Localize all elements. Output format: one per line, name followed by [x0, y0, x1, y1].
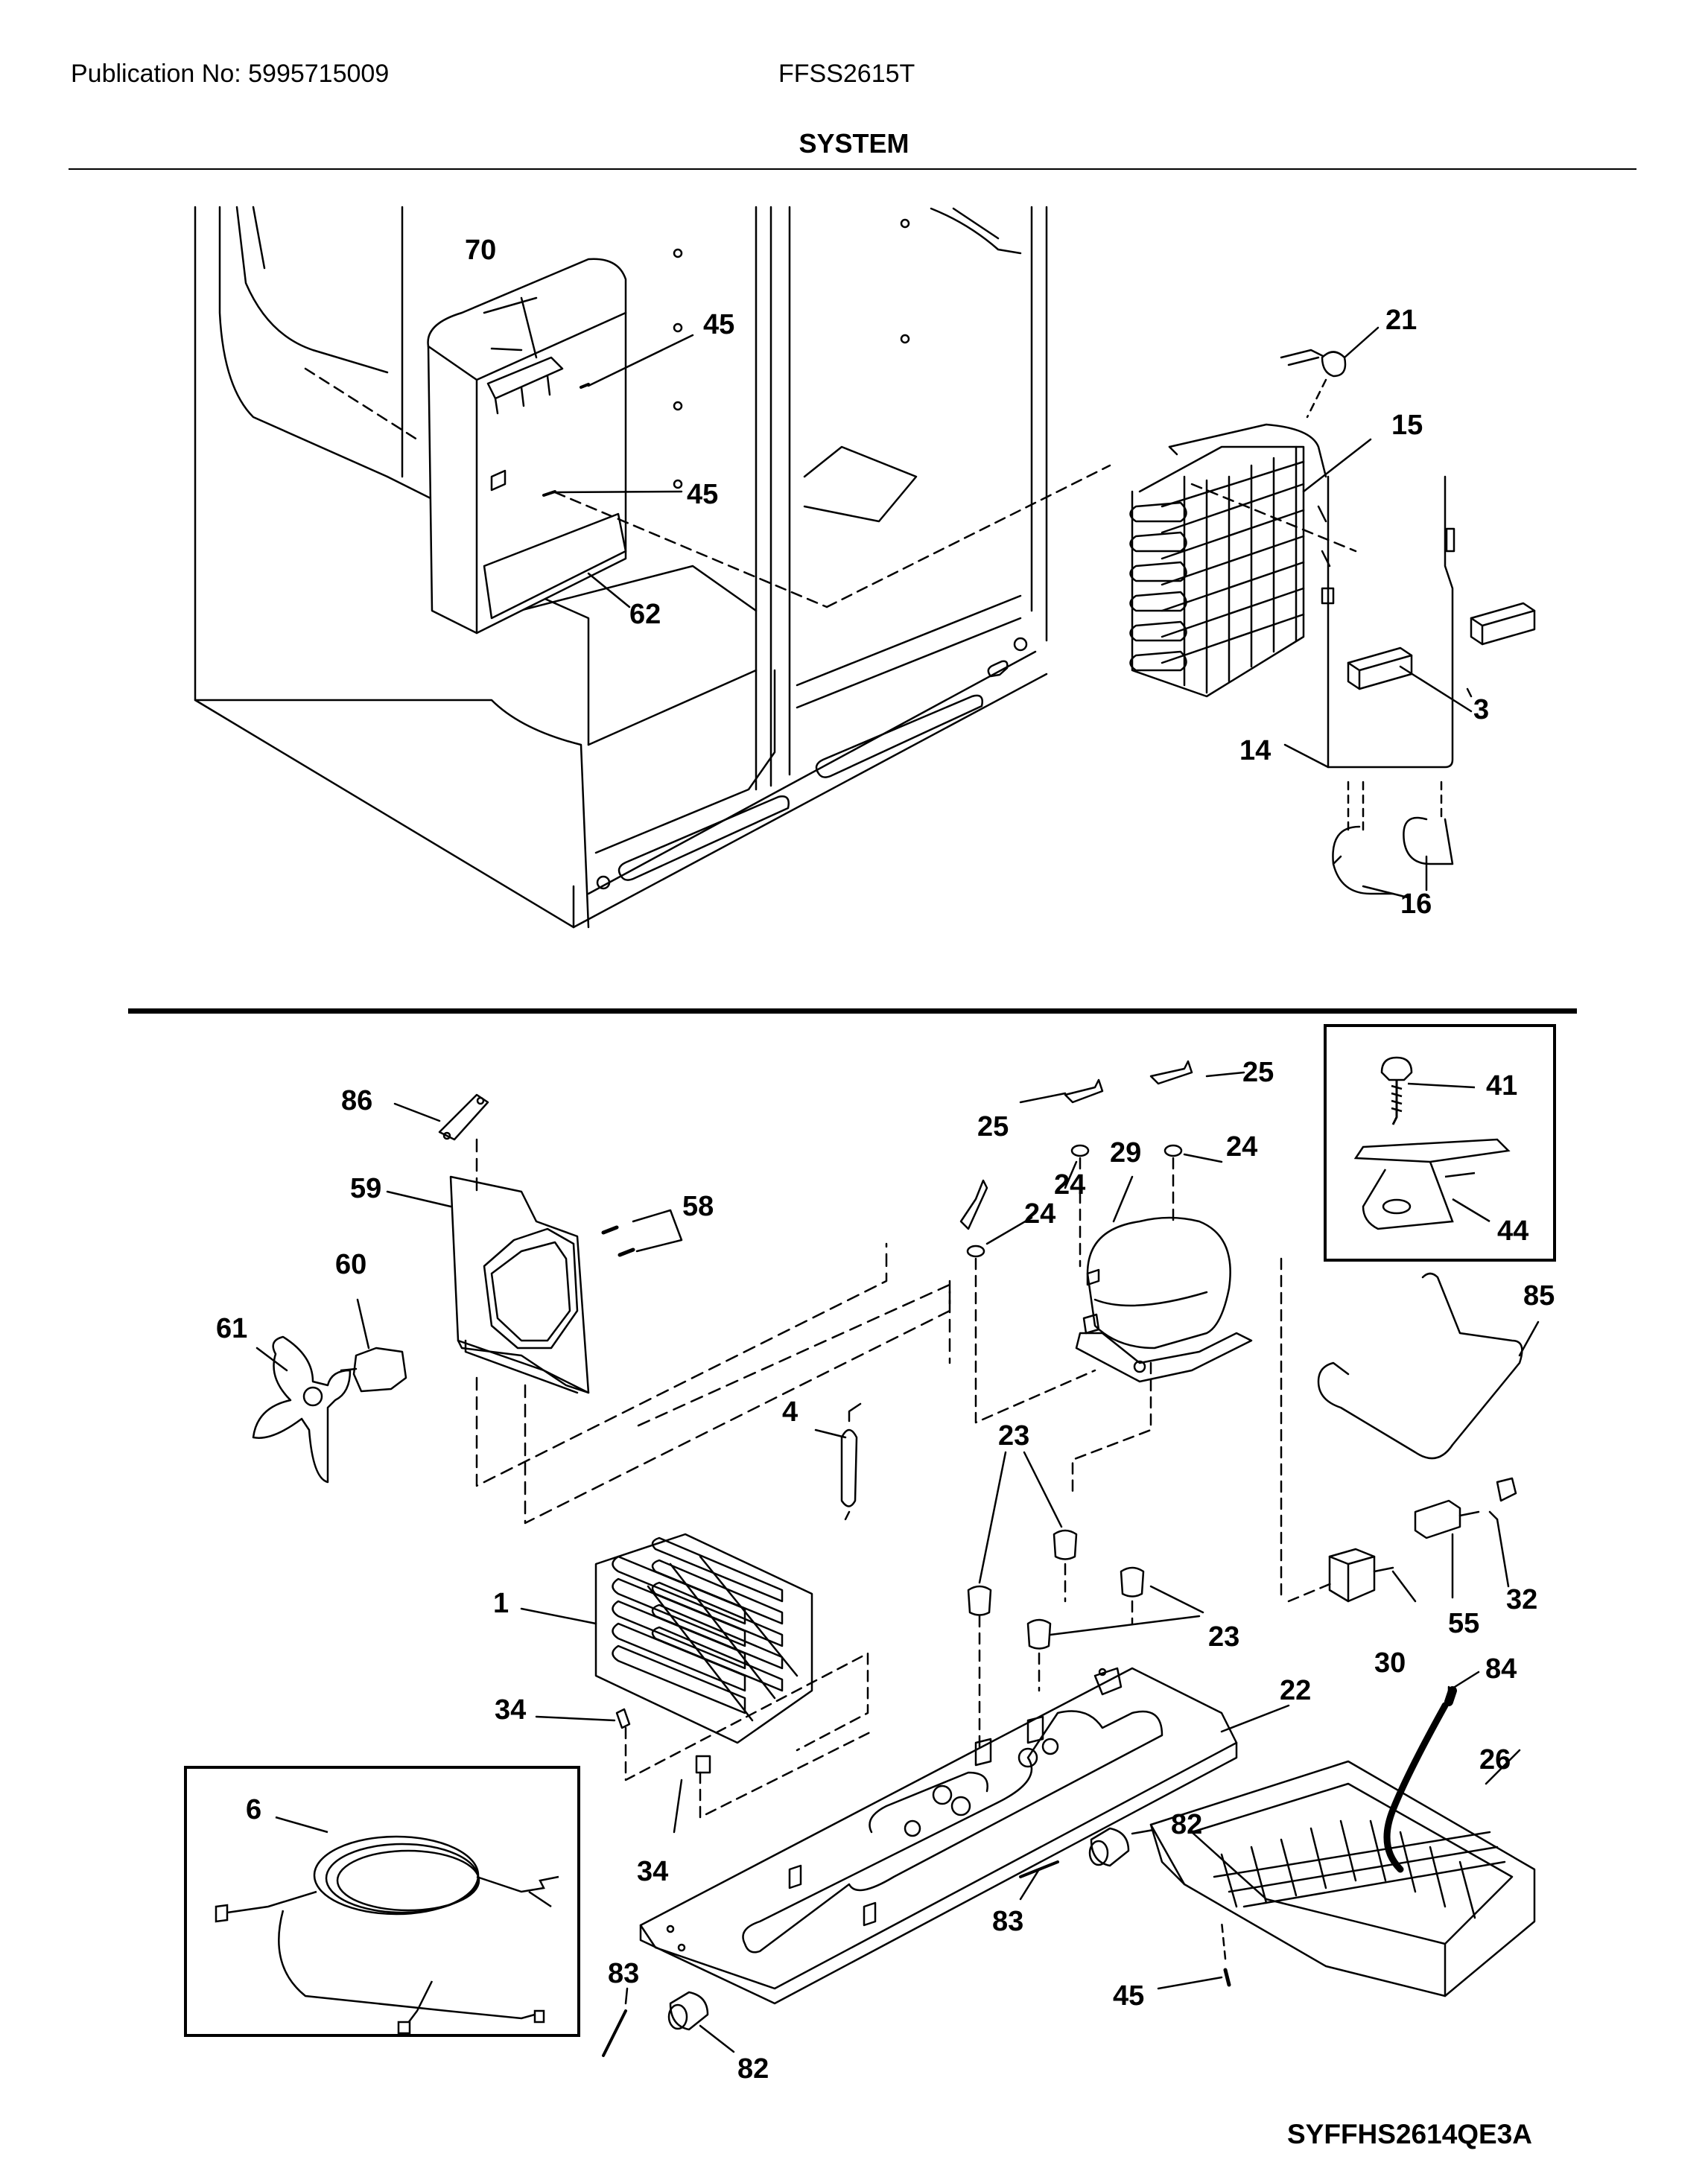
- inset-bracket-detail: [1324, 1024, 1556, 1262]
- callout-15: 15: [1391, 410, 1423, 441]
- callout-16: 16: [1400, 889, 1432, 920]
- diagram-code: SYFFHS2614QE3A: [1287, 2119, 1533, 2149]
- callout-32: 32: [1506, 1584, 1537, 1615]
- callout-30: 30: [1374, 1647, 1406, 1679]
- callout-85: 85: [1523, 1280, 1555, 1312]
- callout-44: 44: [1497, 1215, 1528, 1247]
- callout-82-b: 82: [737, 2053, 769, 2085]
- inset-wire-harness: [184, 1766, 580, 2037]
- callout-41: 41: [1486, 1070, 1517, 1102]
- callout-3: 3: [1473, 694, 1489, 725]
- compressor: [1075, 1175, 1253, 1383]
- callout-70: 70: [465, 235, 496, 266]
- callout-83-a: 83: [608, 1958, 639, 1989]
- callout-84: 84: [1485, 1653, 1517, 1685]
- callout-45-a: 45: [703, 309, 734, 340]
- drain-pan: [1149, 1760, 1536, 1997]
- callout-24-a: 24: [1226, 1131, 1257, 1163]
- callout-45-b: 45: [687, 479, 718, 510]
- fan-shroud: [386, 1175, 590, 1394]
- section-divider: [128, 1008, 1577, 1014]
- callout-24-c: 24: [1054, 1169, 1085, 1201]
- callout-23-a: 23: [998, 1420, 1029, 1452]
- publication-number: Publication No: 5995715009: [71, 60, 390, 88]
- callout-4: 4: [782, 1396, 798, 1428]
- callout-34-a: 34: [495, 1694, 526, 1726]
- callout-24-b: 24: [1024, 1198, 1055, 1230]
- callout-14: 14: [1239, 735, 1271, 766]
- section-title: SYSTEM: [799, 128, 909, 159]
- callout-59: 59: [350, 1173, 381, 1204]
- callout-58: 58: [682, 1191, 714, 1222]
- callout-61: 61: [216, 1313, 247, 1344]
- base-plate: [639, 1667, 1290, 2005]
- callout-21: 21: [1385, 305, 1417, 336]
- callout-55: 55: [1448, 1608, 1479, 1639]
- evaporator-coil: [1129, 423, 1331, 698]
- callout-45-c: 45: [1113, 1980, 1144, 2012]
- callout-86: 86: [341, 1085, 372, 1116]
- cabinet-drawing: [194, 206, 1048, 929]
- callout-26: 26: [1479, 1744, 1511, 1776]
- callout-6: 6: [246, 1794, 261, 1825]
- callout-labels: 70 45 45 62 21 15 3 14 16 86 59 58 60 61…: [216, 235, 1555, 2085]
- callout-1: 1: [493, 1588, 509, 1619]
- model-number: FFSS2615T: [778, 60, 915, 88]
- callout-29: 29: [1110, 1137, 1141, 1169]
- evaporator-cover-panel: [427, 258, 694, 635]
- callout-25-b: 25: [977, 1111, 1009, 1142]
- callout-23-b: 23: [1208, 1621, 1239, 1653]
- callout-60: 60: [335, 1249, 366, 1280]
- condenser: [520, 1533, 813, 1744]
- callout-22: 22: [1280, 1675, 1311, 1706]
- callout-82-a: 82: [1171, 1809, 1202, 1840]
- callout-83-b: 83: [992, 1906, 1023, 1937]
- callout-34-b: 34: [637, 1856, 668, 1887]
- callout-25-a: 25: [1242, 1057, 1274, 1088]
- callout-62: 62: [629, 599, 661, 630]
- header-divider: [69, 168, 1636, 170]
